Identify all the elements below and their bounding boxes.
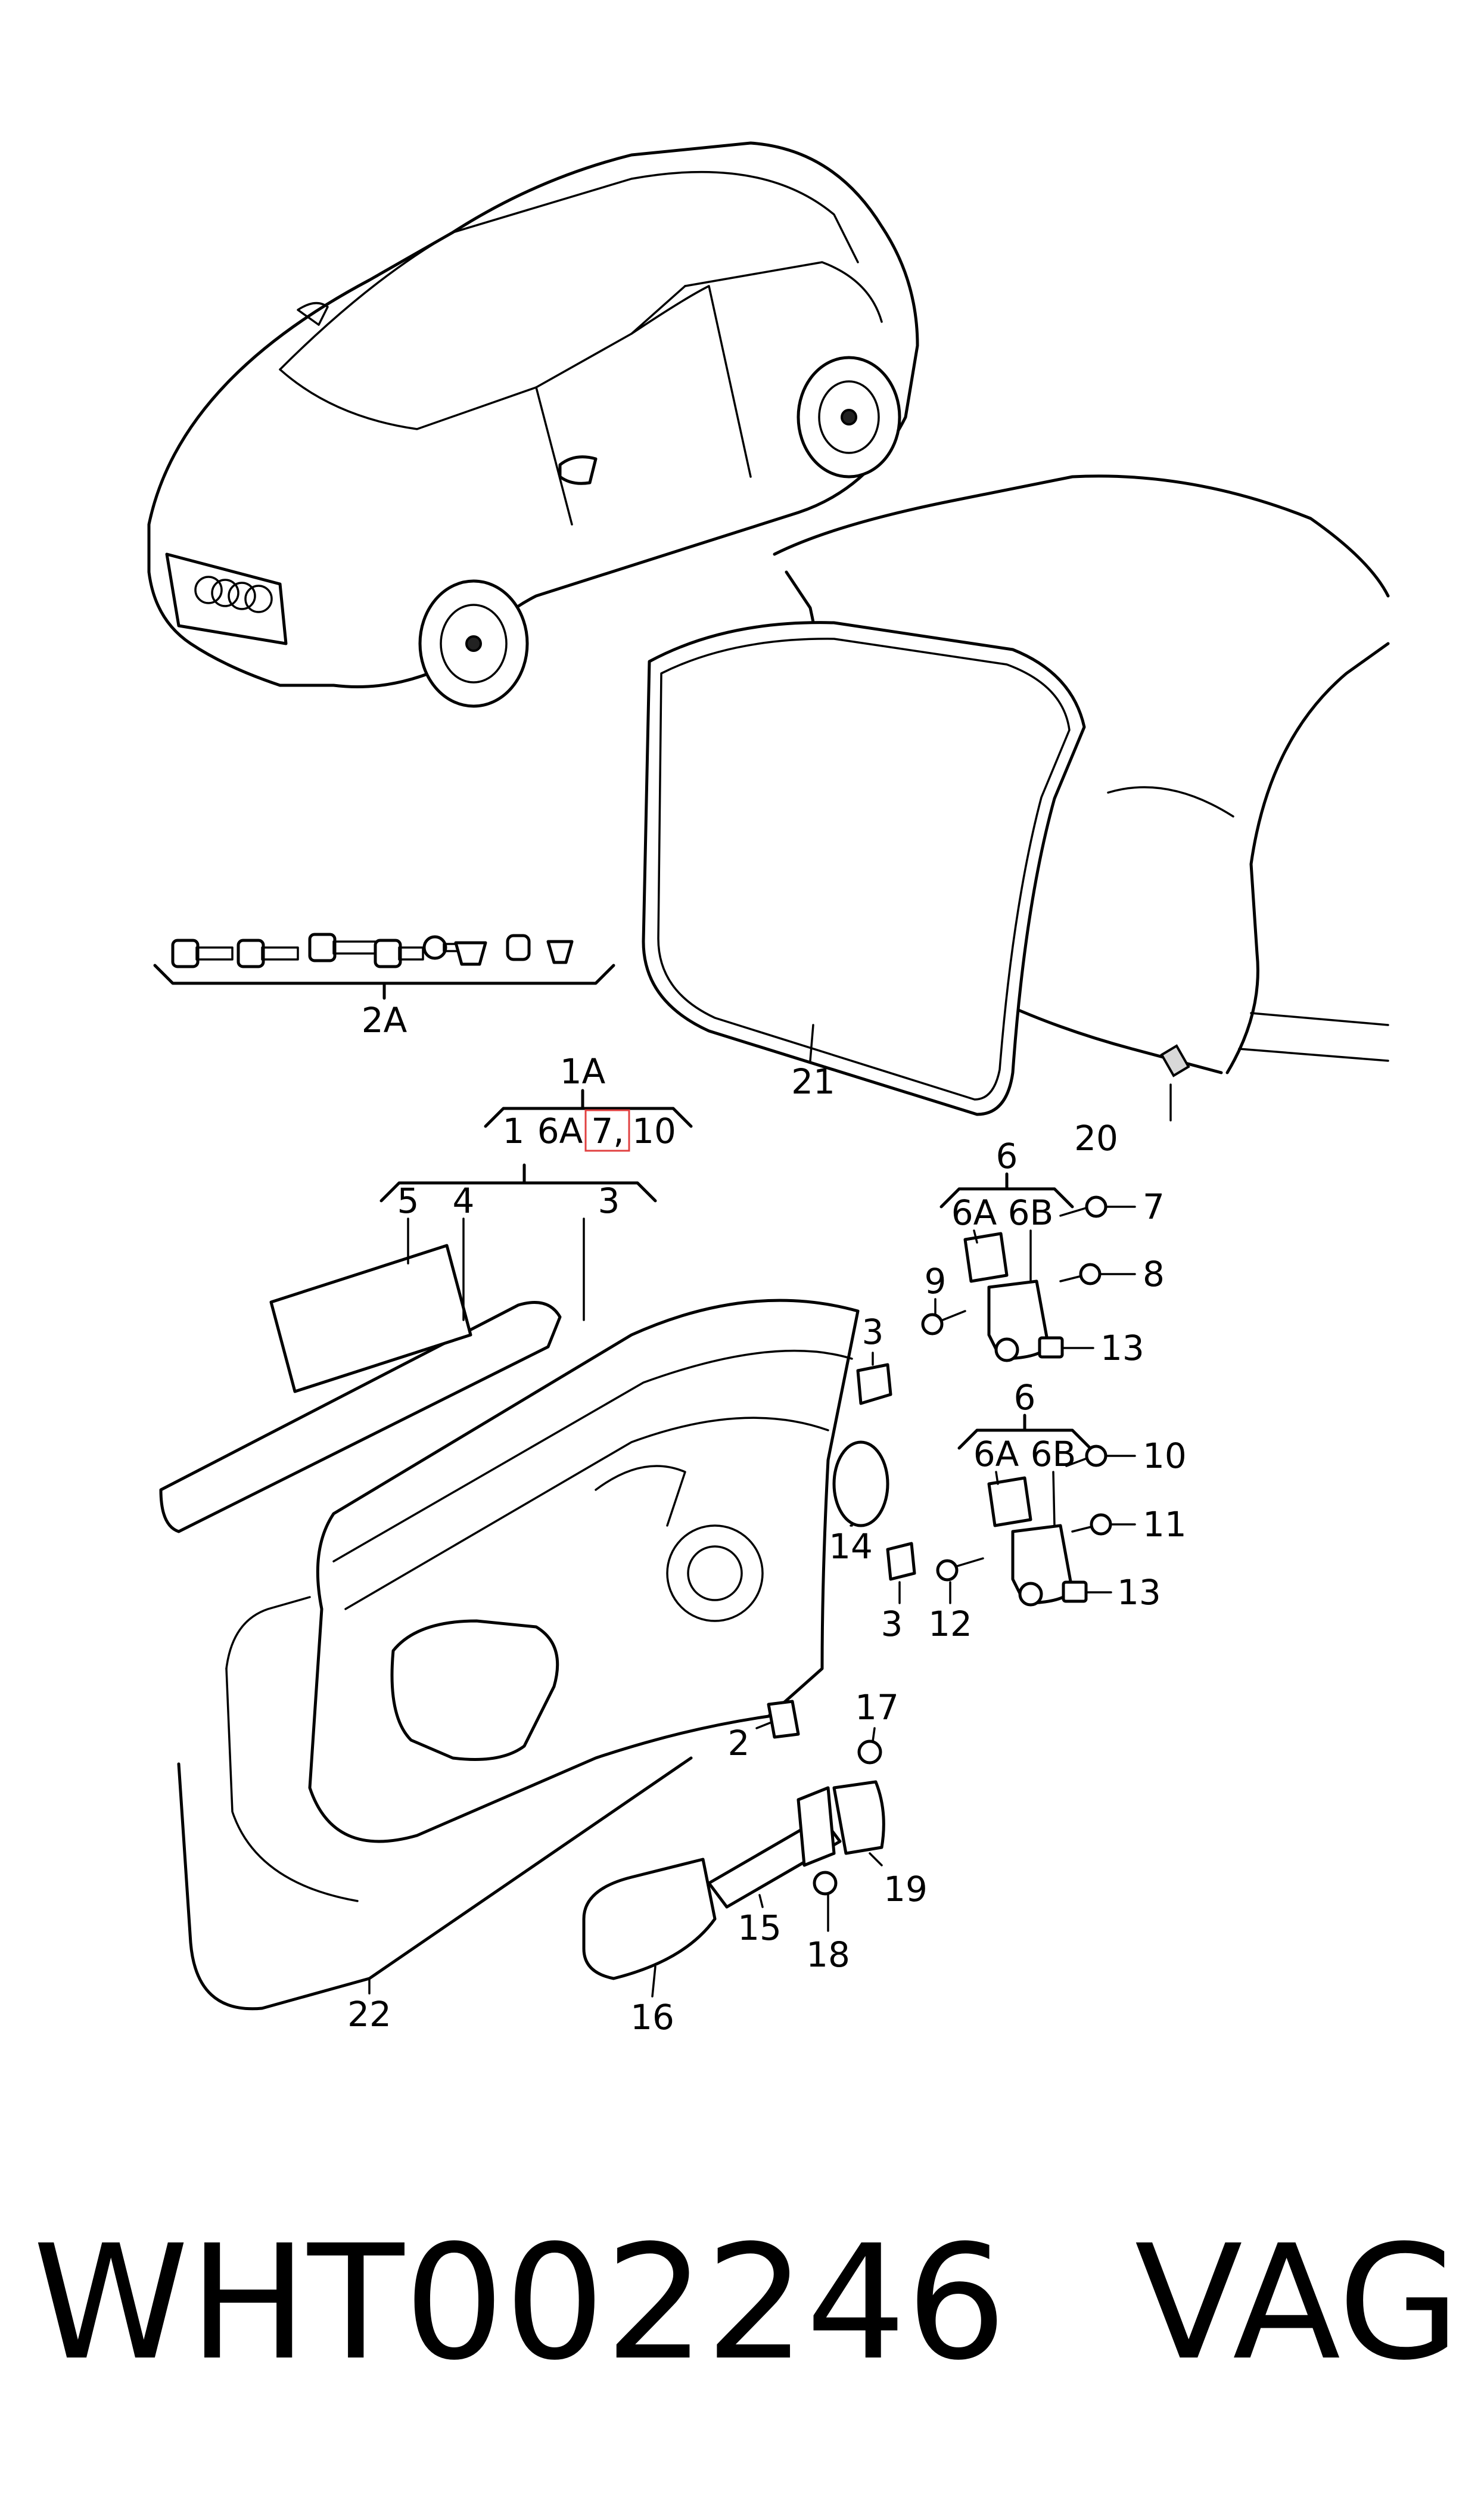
grommet-20 bbox=[1160, 1044, 1190, 1077]
callout-2: 2 bbox=[728, 1723, 750, 1763]
callout-4: 4 bbox=[453, 1181, 475, 1221]
brand-label: VAG bbox=[1134, 2211, 1460, 2395]
fastener-set-illustration bbox=[171, 933, 574, 968]
callout-10: 10 bbox=[1143, 1436, 1187, 1476]
lower-hinge-illustration bbox=[987, 1476, 1088, 1607]
callout-6b-lower: 6B bbox=[1031, 1434, 1077, 1474]
insulation-pad-5 bbox=[269, 1244, 472, 1393]
callout-19: 19 bbox=[883, 1869, 928, 1909]
callout-6b-upper: 6B bbox=[1008, 1192, 1054, 1233]
audi-rings-icon bbox=[194, 576, 273, 613]
callout-labels: 2A 1A 1 6A 7, 10 5 4 3 21 20 6 6A 6B 7 8… bbox=[347, 1000, 1187, 2037]
front-wheel bbox=[418, 579, 529, 708]
callout-22: 22 bbox=[347, 1994, 391, 2035]
callout-20: 20 bbox=[1074, 1118, 1118, 1158]
callout-5: 5 bbox=[397, 1181, 419, 1221]
bolt-2 bbox=[767, 1700, 800, 1739]
part-number-label: WHT002246 bbox=[33, 2211, 1007, 2395]
callout-8: 8 bbox=[1143, 1254, 1165, 1294]
callout-3-clip-upper: 3 bbox=[862, 1312, 884, 1352]
callout-13-upper: 13 bbox=[1100, 1328, 1144, 1368]
door-seal-22 bbox=[177, 1756, 693, 2011]
door-shell-illustration bbox=[225, 1299, 860, 1902]
callout-7: 7 bbox=[1143, 1186, 1165, 1227]
callout-9: 9 bbox=[925, 1261, 947, 1302]
callout-3-top: 3 bbox=[598, 1181, 620, 1221]
hinge-bolts bbox=[921, 1195, 1112, 1582]
upper-hinge-illustration bbox=[963, 1232, 1064, 1362]
side-mirror bbox=[558, 455, 598, 485]
callout-16: 16 bbox=[630, 1997, 674, 2037]
callout-15: 15 bbox=[738, 1908, 782, 1948]
callout-6a-upper: 6A bbox=[951, 1192, 997, 1233]
callout-3-clip-lower: 3 bbox=[881, 1604, 903, 1644]
callout-1: 1 bbox=[503, 1111, 525, 1151]
callout-10-group: 10 bbox=[632, 1111, 676, 1151]
rear-wheel bbox=[797, 356, 901, 479]
callout-6a-lower: 6A bbox=[973, 1434, 1019, 1474]
callout-6-upper: 6 bbox=[996, 1136, 1018, 1176]
callout-14: 14 bbox=[829, 1526, 873, 1567]
callout-18: 18 bbox=[806, 1934, 850, 1975]
callout-leaders bbox=[153, 964, 1172, 1998]
callout-11: 11 bbox=[1143, 1504, 1187, 1545]
door-check-illustration bbox=[582, 1740, 885, 1980]
callout-21: 21 bbox=[791, 1061, 835, 1102]
clip-3-lower bbox=[886, 1542, 916, 1581]
callout-7-highlighted: 7, bbox=[591, 1111, 624, 1151]
highlight-box bbox=[584, 1109, 630, 1152]
callout-17: 17 bbox=[855, 1687, 899, 1728]
trim-strip-4 bbox=[159, 1301, 562, 1533]
callout-1a: 1A bbox=[560, 1051, 606, 1092]
roof-antenna bbox=[297, 302, 329, 326]
body-side-illustration bbox=[642, 474, 1390, 1116]
car-illustration bbox=[147, 141, 919, 708]
callout-6-lower: 6 bbox=[1014, 1377, 1036, 1418]
clip-3-upper bbox=[856, 1363, 892, 1405]
callout-13-lower: 13 bbox=[1117, 1572, 1161, 1613]
callout-12: 12 bbox=[928, 1604, 972, 1644]
callout-2a: 2A bbox=[362, 1000, 407, 1040]
plug-14 bbox=[832, 1440, 889, 1527]
callout-6a-group: 6A bbox=[537, 1111, 583, 1151]
